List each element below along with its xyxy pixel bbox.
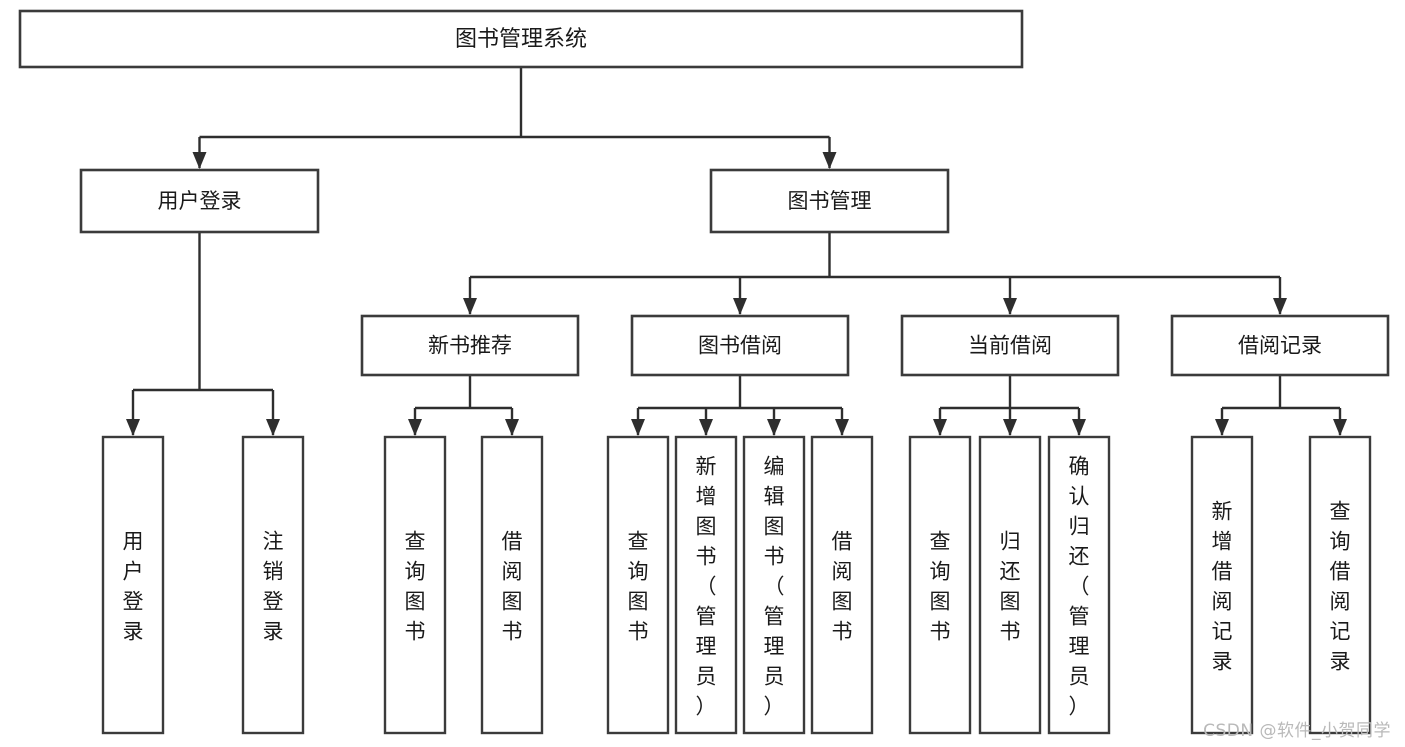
node-leaf-current_borrow-3[interactable]: 确认归还（管理员） <box>1047 435 1111 735</box>
arrow-head-icon <box>767 419 781 436</box>
node-label: 用户登录 <box>123 529 144 643</box>
node-leaf-book_borrow-2[interactable]: 新增图书（管理员） <box>674 435 738 735</box>
node-label: 查询借阅记录 <box>1330 499 1351 673</box>
node-leaf-new_book_recommend-1[interactable]: 查询图书 <box>383 435 447 735</box>
node-box <box>900 314 1120 377</box>
node-box <box>241 435 305 735</box>
node-label: 新增借阅记录 <box>1212 499 1233 673</box>
arrow-head-icon <box>1072 419 1086 436</box>
node-leaf-current_borrow-1[interactable]: 查询图书 <box>908 435 972 735</box>
node-label: 查询图书 <box>405 529 426 643</box>
arrow-head-icon <box>835 419 849 436</box>
node-leaf-borrow_record-1[interactable]: 新增借阅记录 <box>1190 435 1254 735</box>
arrow-head-icon <box>1003 419 1017 436</box>
node-box <box>674 435 738 735</box>
arrow-head-icon <box>266 419 280 436</box>
node-label: 新书推荐 <box>428 334 512 358</box>
node-box <box>383 435 447 735</box>
node-leaf-current_borrow-2[interactable]: 归还图书 <box>978 435 1042 735</box>
node-box <box>1308 435 1372 735</box>
node-level3-图书借阅[interactable]: 图书借阅 <box>630 314 850 377</box>
node-leaf-user_login-2[interactable]: 注销登录 <box>241 435 305 735</box>
node-level2-图书管理[interactable]: 图书管理 <box>709 168 950 234</box>
arrow-head-icon <box>1215 419 1229 436</box>
arrow-head-icon <box>733 298 747 315</box>
node-label: 用户登录 <box>158 189 242 213</box>
node-leaf-borrow_record-2[interactable]: 查询借阅记录 <box>1308 435 1372 735</box>
arrow-head-icon <box>1003 298 1017 315</box>
node-box <box>360 314 580 377</box>
node-label: 当前借阅 <box>968 334 1052 358</box>
node-box <box>79 168 320 234</box>
node-leaf-book_borrow-4[interactable]: 借阅图书 <box>810 435 874 735</box>
node-level3-新书推荐[interactable]: 新书推荐 <box>360 314 580 377</box>
node-box <box>101 435 165 735</box>
node-box <box>908 435 972 735</box>
node-leaf-new_book_recommend-2[interactable]: 借阅图书 <box>480 435 544 735</box>
arrow-head-icon <box>699 419 713 436</box>
node-label: 图书管理 <box>788 189 872 213</box>
node-box <box>606 435 670 735</box>
node-leaf-book_borrow-1[interactable]: 查询图书 <box>606 435 670 735</box>
arrow-head-icon <box>192 152 207 169</box>
node-label: 编辑图书（管理员） <box>764 454 785 718</box>
arrow-head-icon <box>463 298 477 315</box>
arrow-head-icon <box>408 419 422 436</box>
node-box <box>742 435 806 735</box>
node-box <box>978 435 1042 735</box>
node-label: 查询图书 <box>628 529 649 643</box>
arrow-head-icon <box>1273 298 1287 315</box>
node-label: 确认归还（管理员） <box>1069 454 1090 718</box>
node-box <box>1047 435 1111 735</box>
node-label: 查询图书 <box>930 529 951 643</box>
node-box <box>1170 314 1390 377</box>
node-label: 图书借阅 <box>698 334 782 358</box>
node-label: 新增图书（管理员） <box>696 454 717 718</box>
node-box <box>1190 435 1254 735</box>
arrow-head-icon <box>631 419 645 436</box>
node-level3-当前借阅[interactable]: 当前借阅 <box>900 314 1120 377</box>
node-box <box>630 314 850 377</box>
arrow-head-icon <box>822 152 837 169</box>
node-box <box>18 9 1024 69</box>
node-box <box>810 435 874 735</box>
arrow-head-icon <box>126 419 140 436</box>
node-label: 借阅图书 <box>502 529 523 643</box>
arrow-head-icon <box>1333 419 1347 436</box>
node-label: 借阅记录 <box>1238 334 1322 358</box>
node-label: 借阅图书 <box>832 529 853 643</box>
arrow-head-icon <box>505 419 519 436</box>
node-level3-借阅记录[interactable]: 借阅记录 <box>1170 314 1390 377</box>
arrow-head-icon <box>933 419 947 436</box>
nodes-layer: 图书管理系统用户登录图书管理新书推荐图书借阅当前借阅借阅记录用户登录注销登录查询… <box>18 9 1390 735</box>
node-box <box>709 168 950 234</box>
node-leaf-book_borrow-3[interactable]: 编辑图书（管理员） <box>742 435 806 735</box>
node-level2-用户登录[interactable]: 用户登录 <box>79 168 320 234</box>
node-label: 图书管理系统 <box>455 27 587 52</box>
node-label: 注销登录 <box>263 529 284 643</box>
node-box <box>480 435 544 735</box>
connectors-layer <box>126 67 1347 436</box>
node-label: 归还图书 <box>1000 529 1021 643</box>
node-root-图书管理系统[interactable]: 图书管理系统 <box>18 9 1024 69</box>
node-leaf-user_login-1[interactable]: 用户登录 <box>101 435 165 735</box>
